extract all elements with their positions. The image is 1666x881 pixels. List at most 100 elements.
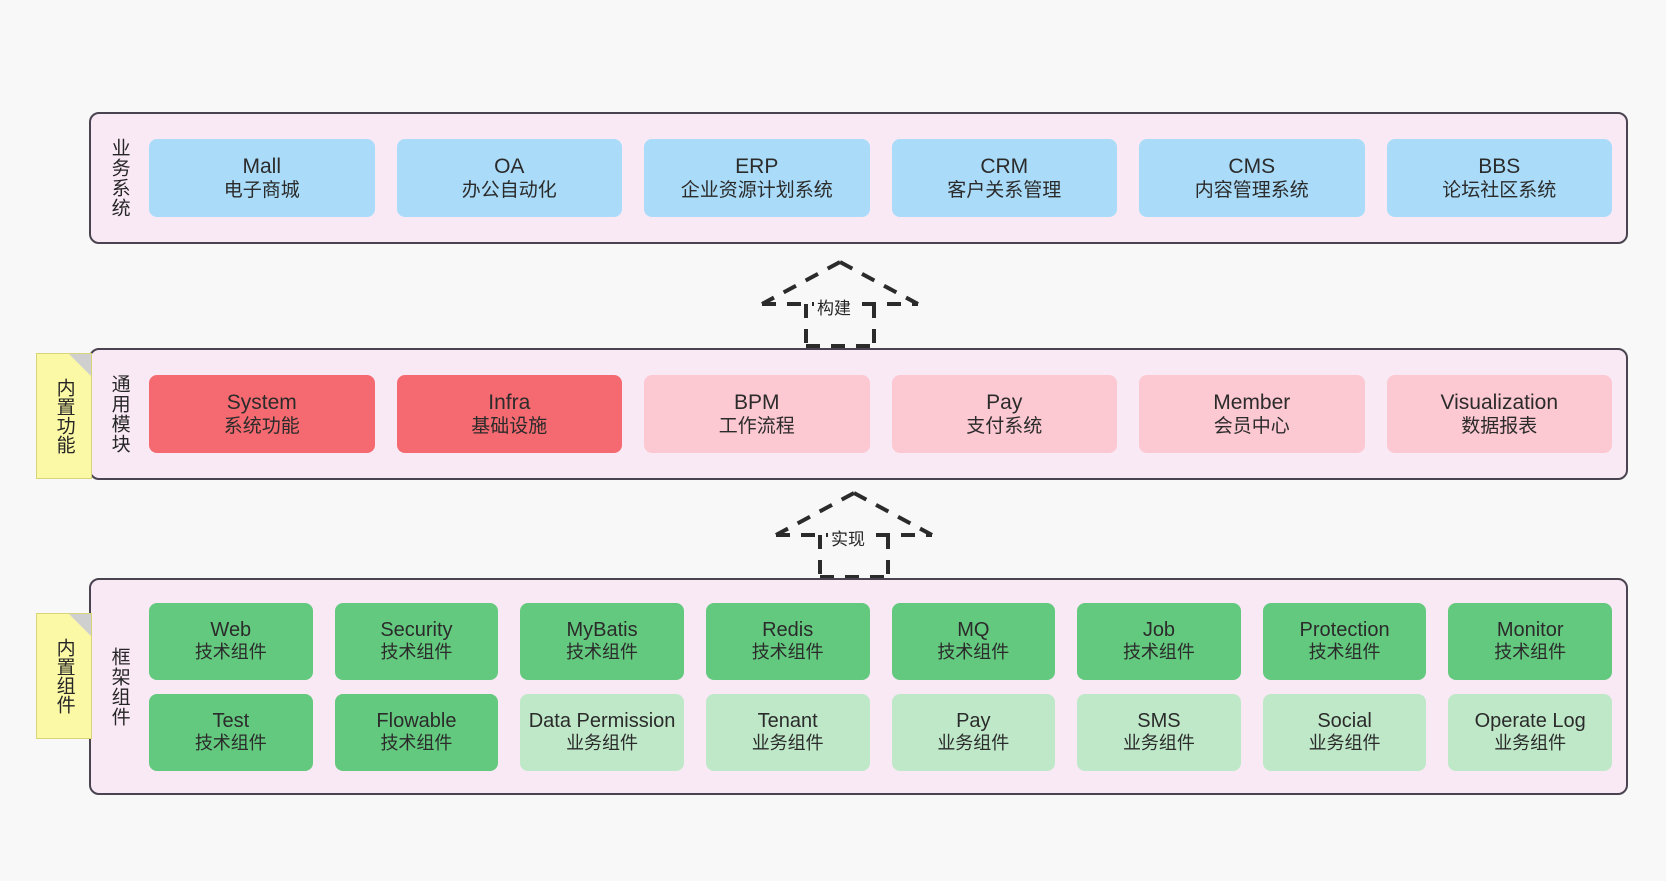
card-title-en: Member [1213,390,1291,414]
layer-label-framework-components: 框架组件 [99,588,139,785]
card-row: System 系统功能 Infra 基础设施 BPM 工作流程 Pay 支付系统… [149,375,1612,453]
card-infra[interactable]: Infra 基础设施 [396,375,622,453]
card-security[interactable]: Security 技术组件 [334,602,499,680]
card-title-cn: 业务组件 [566,733,639,754]
layer-business-systems: 业务系统 Mall 电子商城 OA 办公自动化 ERP 企业资源计划系统 CRM [89,112,1628,244]
layer-label-text: 业务系统 [108,138,130,218]
card-monitor[interactable]: Monitor 技术组件 [1448,602,1612,680]
card-tenant[interactable]: Tenant 业务组件 [705,693,870,771]
card-title-cn: 业务组件 [1122,733,1195,754]
card-title-cn: 技术组件 [566,642,639,663]
arrow-label-build: 构建 [814,294,854,319]
layer-common-modules: 通用模块 System 系统功能 Infra 基础设施 BPM 工作流程 Pay [89,348,1628,480]
card-title-cn: 电子商城 [223,180,300,202]
card-pay-component[interactable]: Pay 业务组件 [891,693,1056,771]
card-title-cn: 业务组件 [937,733,1010,754]
layer-label-text: 通用模块 [108,374,130,454]
card-title-en: System [226,390,297,414]
card-title-cn: 业务组件 [751,733,824,754]
card-title-cn: 技术组件 [380,642,453,663]
card-system[interactable]: System 系统功能 [149,375,375,453]
card-title-cn: 技术组件 [194,733,267,754]
card-row: Mall 电子商城 OA 办公自动化 ERP 企业资源计划系统 CRM 客户关系… [149,139,1612,217]
card-title-cn: 技术组件 [1494,642,1567,663]
card-title-cn: 数据报表 [1461,416,1538,438]
card-crm[interactable]: CRM 客户关系管理 [891,139,1117,217]
card-title-en: Flowable [376,709,457,732]
card-flowable[interactable]: Flowable 技术组件 [334,693,499,771]
folded-corner-icon [69,614,91,636]
card-title-cn: 内容管理系统 [1194,180,1309,202]
card-mybatis[interactable]: MyBatis 技术组件 [520,602,684,680]
card-job[interactable]: Job 技术组件 [1077,602,1241,680]
card-sms[interactable]: SMS 业务组件 [1077,693,1241,771]
card-title-cn: 支付系统 [966,416,1043,438]
card-cms[interactable]: CMS 内容管理系统 [1139,139,1365,217]
card-title-en: Mall [242,154,281,178]
sticky-note-builtin-components: 内置组件 [36,613,92,739]
layer-business-card-grid: Mall 电子商城 OA 办公自动化 ERP 企业资源计划系统 CRM 客户关系… [139,122,1612,234]
layer-label-business-systems: 业务系统 [99,122,139,234]
card-erp[interactable]: ERP 企业资源计划系统 [644,139,870,217]
card-title-cn: 系统功能 [223,416,300,438]
card-redis[interactable]: Redis 技术组件 [705,602,870,680]
layer-label-text: 框架组件 [108,646,130,727]
card-title-en: Data Permission [528,709,676,732]
card-title-cn: 技术组件 [380,733,453,754]
card-bbs[interactable]: BBS 论坛社区系统 [1386,139,1612,217]
card-title-cn: 业务组件 [1308,733,1381,754]
card-title-cn: 业务组件 [1494,733,1567,754]
card-title-en: Security [380,618,453,641]
card-title-en: Test [212,709,250,732]
layer-label-common-modules: 通用模块 [99,358,139,470]
card-title-en: BPM [733,390,780,414]
card-social[interactable]: Social 业务组件 [1262,693,1427,771]
card-test[interactable]: Test 技术组件 [149,693,313,771]
card-mall[interactable]: Mall 电子商城 [149,139,375,217]
card-title-cn: 会员中心 [1213,416,1290,438]
card-pay-module[interactable]: Pay 支付系统 [891,375,1117,453]
card-title-cn: 技术组件 [1122,642,1195,663]
card-title-en: BBS [1478,154,1521,178]
layer-framework-card-grid: Web 技术组件 Security 技术组件 MyBatis 技术组件 Redi… [139,588,1612,785]
card-title-en: CRM [980,154,1029,178]
generalization-arrow-implement: 实现 [766,489,942,579]
card-title-en: Tenant [757,709,818,732]
card-title-cn: 技术组件 [194,642,267,663]
card-data-permission[interactable]: Data Permission 业务组件 [520,693,684,771]
card-title-cn: 技术组件 [1308,642,1381,663]
card-title-en: OA [494,154,525,178]
card-title-cn: 论坛社区系统 [1442,180,1557,202]
card-title-en: ERP [735,154,779,178]
card-title-en: Job [1142,618,1176,641]
card-title-cn: 企业资源计划系统 [680,180,833,202]
card-mq[interactable]: MQ 技术组件 [891,602,1056,680]
card-row: Web 技术组件 Security 技术组件 MyBatis 技术组件 Redi… [149,602,1612,680]
card-title-en: Infra [488,390,531,414]
folded-corner-icon [69,354,91,376]
card-title-en: Social [1317,709,1372,732]
layer-framework-components: 框架组件 Web 技术组件 Security 技术组件 MyBatis 技术组件… [89,578,1628,795]
card-title-en: Visualization [1440,390,1559,414]
layer-modules-card-grid: System 系统功能 Infra 基础设施 BPM 工作流程 Pay 支付系统… [139,358,1612,470]
sticky-note-builtin-features: 内置功能 [36,353,92,479]
card-title-cn: 技术组件 [751,642,824,663]
card-web[interactable]: Web 技术组件 [149,602,313,680]
card-member[interactable]: Member 会员中心 [1139,375,1365,453]
card-title-en: MQ [957,618,990,641]
card-visualization[interactable]: Visualization 数据报表 [1386,375,1612,453]
card-oa[interactable]: OA 办公自动化 [396,139,622,217]
card-title-en: Protection [1299,618,1390,641]
card-title-en: Pay [956,709,991,732]
card-title-en: SMS [1137,709,1181,732]
card-title-cn: 办公自动化 [461,180,557,202]
arrow-label-implement: 实现 [828,525,868,550]
card-title-cn: 工作流程 [718,416,795,438]
card-title-cn: 基础设施 [471,416,548,438]
card-title-en: Monitor [1496,618,1564,641]
card-bpm[interactable]: BPM 工作流程 [644,375,870,453]
card-title-en: Pay [986,390,1023,414]
card-protection[interactable]: Protection 技术组件 [1262,602,1427,680]
card-operate-log[interactable]: Operate Log 业务组件 [1448,693,1612,771]
